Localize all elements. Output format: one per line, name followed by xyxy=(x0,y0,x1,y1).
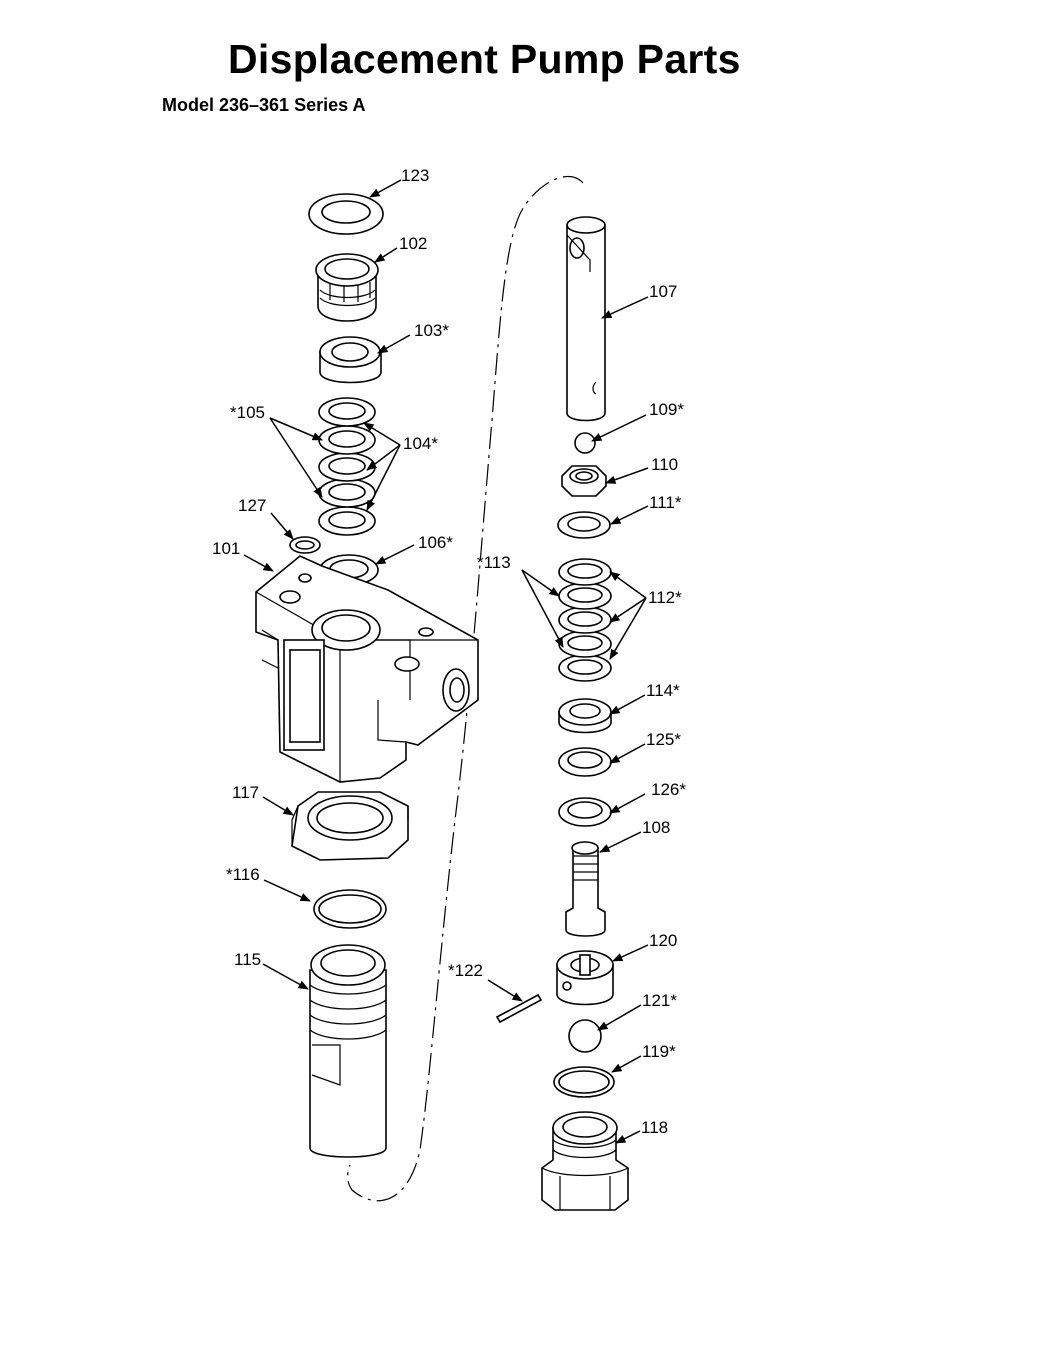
callout-116: *116 xyxy=(226,865,260,884)
callout-108: 108 xyxy=(642,818,670,837)
part-116-o-ring xyxy=(313,889,387,929)
part-111-washer xyxy=(557,511,611,539)
part-121-ball xyxy=(568,1019,602,1053)
callout-103: 103* xyxy=(414,321,449,340)
part-127-o-ring xyxy=(289,536,321,554)
part-101-housing xyxy=(255,555,479,783)
part-109-ball xyxy=(574,432,596,454)
part-103-bearing xyxy=(319,336,382,384)
callout-112: 112* xyxy=(648,588,682,607)
callout-102: 102 xyxy=(399,234,427,253)
callout-123: 123 xyxy=(401,166,429,185)
part-117-lock-nut xyxy=(291,791,409,861)
part-110-piston-nut xyxy=(561,465,607,497)
assembly-path-line xyxy=(347,175,584,1202)
callout-114: 114* xyxy=(646,681,680,700)
part-119-o-ring xyxy=(553,1066,615,1098)
callout-121: 121* xyxy=(642,991,677,1010)
callout-120: 120 xyxy=(649,931,677,950)
callout-115: 115 xyxy=(234,950,261,969)
callout-104: 104* xyxy=(403,434,438,453)
part-123-wiper xyxy=(308,193,384,235)
part-118-intake-valve-housing xyxy=(541,1111,629,1211)
callout-labels: 123 102 103* *105 104* 127 106* 101 107 … xyxy=(212,166,686,1137)
part-112-113-packing-stack xyxy=(558,558,612,682)
callout-109: 109* xyxy=(649,400,684,419)
callout-111: 111* xyxy=(649,493,682,512)
part-115-cylinder xyxy=(309,944,387,1158)
part-102-packing-nut xyxy=(315,253,379,322)
model-subtitle: Model 236–361 Series A xyxy=(162,95,366,115)
part-114-gland xyxy=(558,698,612,734)
part-107-displacement-rod xyxy=(566,216,606,422)
callout-122: *122 xyxy=(448,961,483,980)
part-126-packing xyxy=(558,797,612,827)
callout-117: 117 xyxy=(232,783,259,802)
callout-126: 126* xyxy=(651,780,686,799)
page-title: Displacement Pump Parts xyxy=(228,36,741,82)
callout-113: *113 xyxy=(477,553,511,572)
part-120-ball-guide xyxy=(556,950,614,1006)
callout-101: 101 xyxy=(212,539,240,558)
callout-leaders xyxy=(243,179,649,1144)
callout-127: 127 xyxy=(238,496,266,515)
callout-106: 106* xyxy=(418,533,453,552)
callout-110: 110 xyxy=(651,455,678,474)
part-108-piston xyxy=(565,841,606,937)
callout-119: 119* xyxy=(642,1042,676,1061)
callout-125: 125* xyxy=(646,730,681,749)
callout-118: 118 xyxy=(641,1118,668,1137)
part-125-packing xyxy=(558,747,612,777)
callout-105: *105 xyxy=(230,403,265,422)
part-122-pin xyxy=(495,993,543,1024)
part-104-105-packing-stack xyxy=(318,397,376,536)
callout-107: 107 xyxy=(649,282,677,301)
